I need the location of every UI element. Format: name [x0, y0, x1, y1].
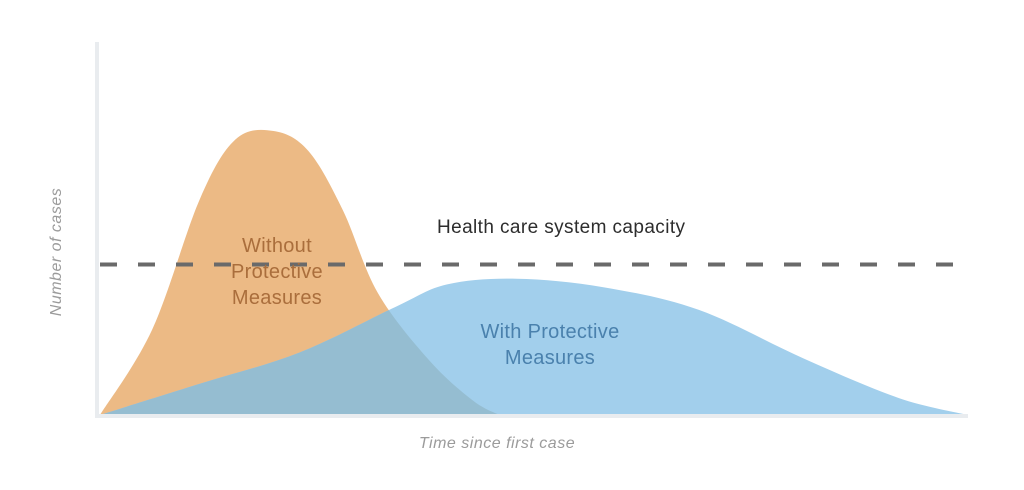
x-axis-label: Time since first case: [418, 435, 576, 452]
capacity-label: Health care system capacity: [437, 217, 686, 238]
curves-overlap-region: [100, 278, 500, 415]
y-axis-label: Number of cases: [48, 187, 65, 317]
without-measures-label: Without Protective Measures: [231, 235, 323, 309]
with-measures-label: With Protective Measures: [480, 321, 620, 369]
